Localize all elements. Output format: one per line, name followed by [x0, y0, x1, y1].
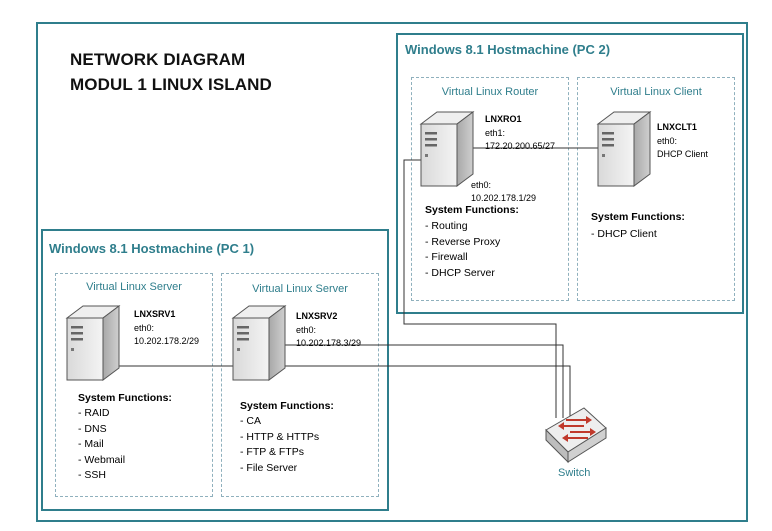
- function-item: - Firewall: [425, 251, 468, 263]
- client-functions-list: - DHCP Client: [591, 227, 657, 243]
- diagram-title-line2: MODUL 1 LINUX ISLAND: [70, 75, 272, 94]
- hostmachine-pc2-label: Windows 8.1 Hostmachine (PC 2): [405, 42, 611, 57]
- function-item: - SSH: [78, 469, 107, 481]
- server-lnxclt1-icon: [597, 111, 651, 187]
- vm-srv1-label: Virtual Linux Server: [86, 281, 182, 293]
- srv1-functions-list: - RAID - DNS - Mail - Webmail - SSH: [78, 406, 125, 484]
- server-lnxsrv2-icon: [232, 305, 286, 381]
- function-item: - RAID: [78, 407, 110, 419]
- function-item: - DNS: [78, 422, 107, 435]
- function-item: - Webmail: [78, 453, 126, 466]
- vm-client-box: [577, 77, 735, 301]
- vm-router-label: Virtual Linux Router: [441, 86, 539, 98]
- function-item: - Routing: [425, 220, 468, 232]
- function-item: - File Server: [240, 461, 298, 474]
- function-item: - DHCP Server: [425, 266, 495, 279]
- srv2-eth0-ip: 10.202.178.3/29: [296, 338, 362, 348]
- switch-icon: [545, 407, 607, 464]
- function-item: - FTP & FTPs: [240, 446, 304, 458]
- srv1-functions-title: System Functions:: [78, 392, 172, 404]
- vm-router-box: [411, 77, 569, 301]
- server-lnxsrv1-icon: [66, 305, 120, 381]
- router-hostname: LNXRO1: [485, 114, 522, 124]
- router-functions-title: System Functions:: [425, 204, 519, 216]
- router-eth1-ip: 172.20.200.65/27: [485, 141, 556, 151]
- function-item: - DHCP Client: [591, 228, 657, 240]
- vm-srv2-box: [221, 273, 379, 497]
- function-item: - Mail: [78, 438, 104, 450]
- wire-router-switch: [403, 159, 557, 418]
- vm-srv1-box: [55, 273, 213, 497]
- srv2-functions-title: System Functions:: [240, 400, 334, 412]
- srv1-hostname: LNXSRV1: [134, 309, 176, 319]
- hostmachine-pc1-label: Windows 8.1 Hostmachine (PC 1): [49, 241, 255, 256]
- client-eth0-ip: DHCP Client: [657, 149, 708, 159]
- hostmachine-pc2: [396, 33, 744, 314]
- client-hostname: LNXCLT1: [657, 122, 697, 132]
- diagram-frame: [36, 22, 748, 522]
- server-lnxro1-icon: [420, 111, 474, 187]
- srv2-eth0-label: eth0:: [296, 325, 317, 335]
- vm-client-label: Virtual Linux Client: [610, 86, 702, 98]
- router-eth0-label: eth0:: [471, 180, 492, 190]
- function-item: - Reverse Proxy: [425, 235, 501, 248]
- wire-srv2-switch: [260, 344, 564, 418]
- switch-label: Switch: [558, 467, 591, 479]
- hostmachine-pc1: [41, 229, 389, 511]
- diagram-title-line1: NETWORK DIAGRAM: [70, 50, 246, 69]
- client-functions-title: System Functions:: [591, 211, 685, 223]
- srv1-eth0-label: eth0:: [134, 323, 155, 333]
- function-item: - HTTP & HTTPs: [240, 430, 320, 443]
- client-eth0-label: eth0:: [657, 136, 678, 146]
- srv2-hostname: LNXSRV2: [296, 311, 338, 321]
- srv2-functions-list: - CA - HTTP & HTTPs - FTP & FTPs - File …: [240, 414, 319, 476]
- function-item: - CA: [240, 415, 261, 427]
- vm-srv2-label: Virtual Linux Server: [252, 283, 348, 295]
- router-eth1-label: eth1:: [485, 128, 506, 138]
- srv1-eth0-ip: 10.202.178.2/29: [134, 336, 200, 346]
- router-eth0-ip: 10.202.178.1/29: [471, 193, 537, 203]
- router-functions-list: - Routing - Reverse Proxy - Firewall - D…: [425, 219, 500, 281]
